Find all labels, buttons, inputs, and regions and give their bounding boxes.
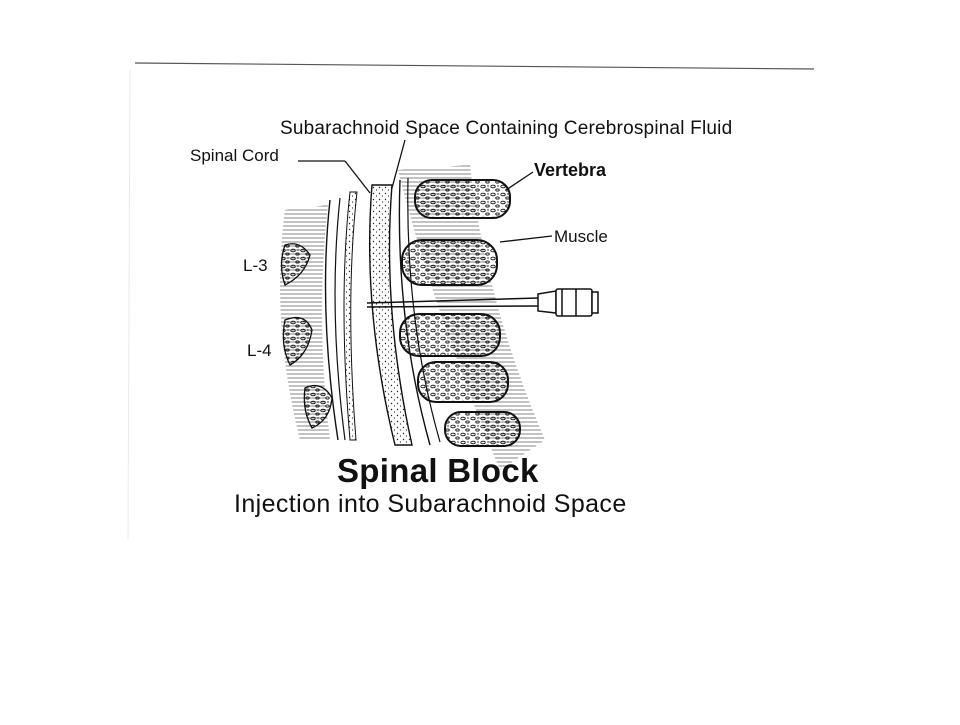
- label-muscle: Muscle: [554, 227, 608, 246]
- page-left-edge: [127, 69, 131, 541]
- label-vertebra: Vertebra: [534, 160, 607, 180]
- diagram-subtitle: Injection into Subarachnoid Space: [234, 490, 627, 518]
- label-l4: L-4: [247, 341, 272, 360]
- leader-subarachnoid: [391, 139, 406, 189]
- vertebra-4: [417, 361, 509, 403]
- leader-spinal-cord-diag: [344, 160, 371, 194]
- needle: [366, 288, 599, 317]
- left-vertebra-lower: [303, 384, 333, 429]
- leader-muscle: [499, 235, 553, 243]
- left-vertebra-l4: [282, 316, 313, 366]
- vertebra-5: [444, 411, 521, 447]
- canal-line-1: [324, 199, 339, 441]
- vertebra-2: [401, 239, 498, 286]
- label-spinal-cord: Spinal Cord: [190, 146, 279, 165]
- vertebra-1: [414, 179, 511, 219]
- canal-line-2: [334, 197, 346, 441]
- vertebra-3: [399, 313, 501, 357]
- spinal-cord-strip: [343, 191, 358, 441]
- label-l3: L-3: [243, 256, 268, 275]
- diagram-title: Spinal Block: [337, 452, 539, 489]
- left-vertebra-l3: [280, 243, 311, 286]
- label-subarachnoid-space: Subarachnoid Space Containing Cerebrospi…: [280, 118, 733, 139]
- canal-line-3: [398, 179, 431, 446]
- subarachnoid-space: [368, 184, 413, 446]
- leader-vertebra: [505, 171, 534, 191]
- page-top-rule: [134, 62, 815, 70]
